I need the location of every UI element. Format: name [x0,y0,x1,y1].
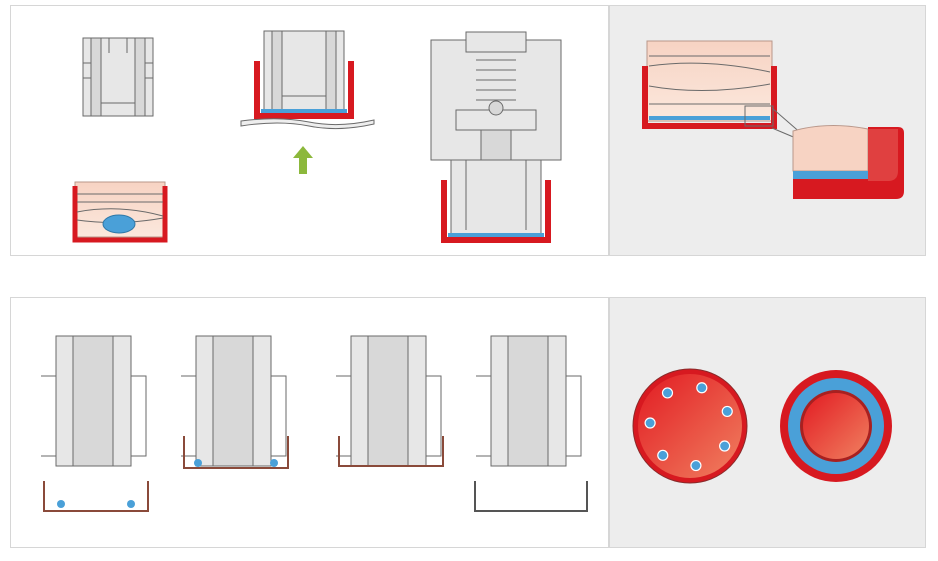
up-arrow-icon [293,146,313,174]
step-2-chuck-on-cap [181,335,289,469]
step-4-chuck-released [474,335,588,512]
seal-dot [661,387,674,399]
seal-detail-zoom [792,124,904,199]
cap-with-compound-drop [72,181,168,243]
capping-head [430,31,562,243]
capping-process-panel [10,5,609,256]
seal-dot [690,459,702,472]
step-1-chuck-above-cap [41,335,149,512]
seal-dot [657,449,669,461]
seal-dot [644,417,656,429]
step-3-cap-pressed [336,335,444,467]
seal-dot [696,382,708,394]
cap-section [642,40,777,129]
seal-patterns-panel [609,297,926,548]
ring-seal-cap [780,370,892,482]
cap-detail-panel [609,5,926,256]
sealing-steps-panel [10,297,609,548]
seal-dot [721,405,733,418]
chuck-pressing-cap [240,30,375,174]
chuck-empty [82,37,154,117]
seal-dot [719,440,731,452]
compound-drop [102,214,136,234]
dot-seal-cap [632,368,748,484]
